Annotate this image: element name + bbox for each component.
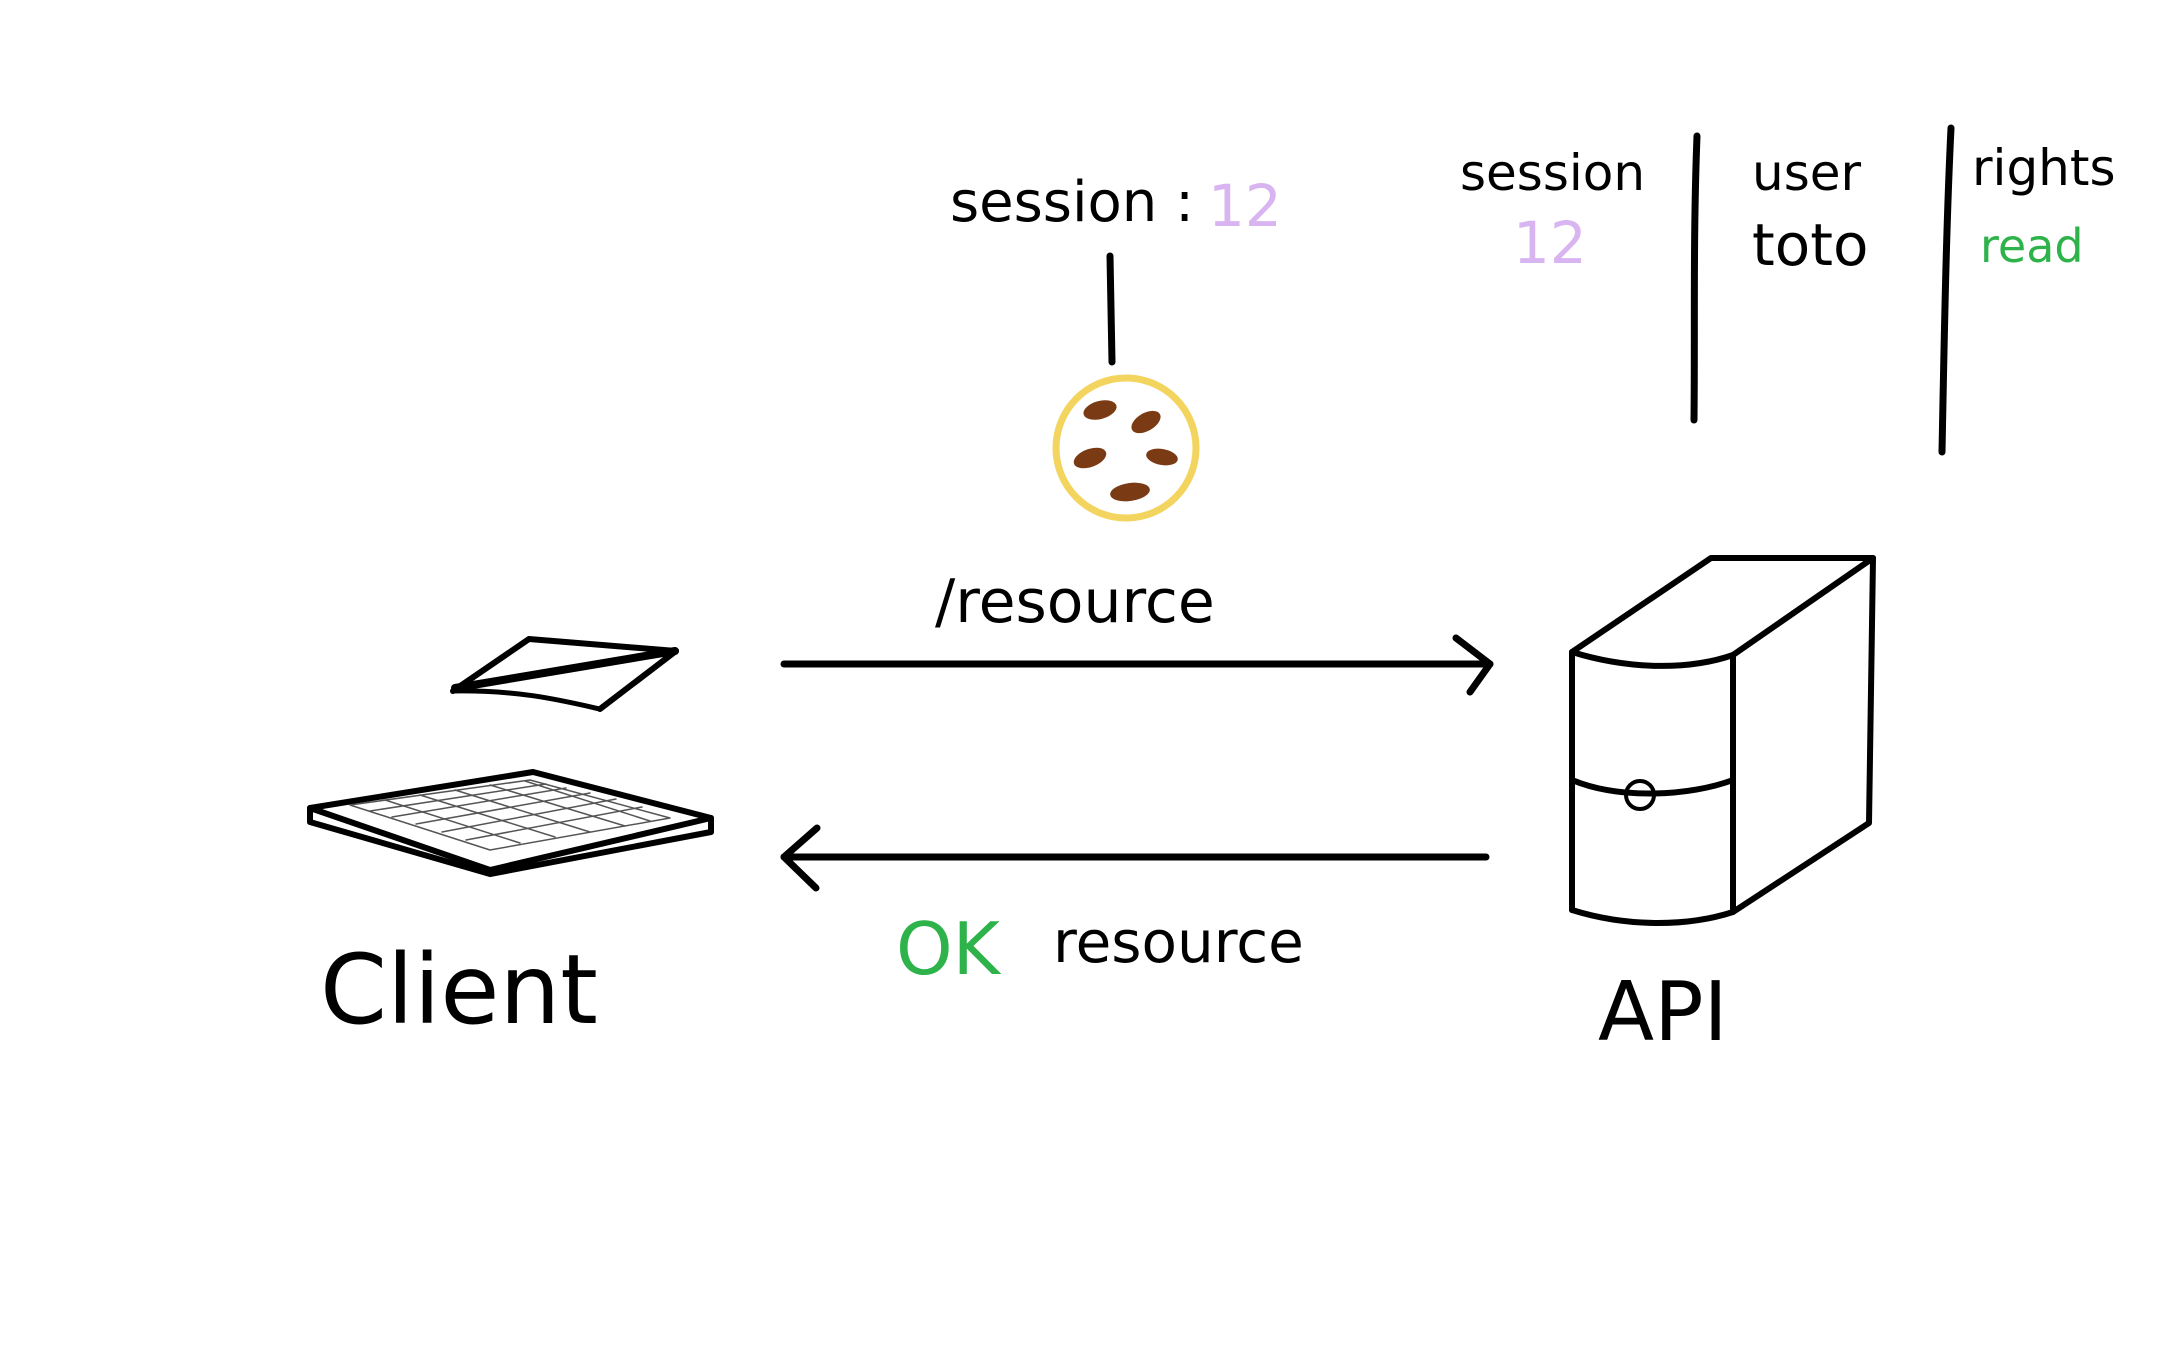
- cookie-string: [1106, 252, 1116, 366]
- api-label: API: [1598, 965, 1728, 1060]
- response-status: OK: [896, 907, 1002, 991]
- session-table-value-user: toto: [1752, 211, 1868, 279]
- response-arrow: [780, 824, 1490, 892]
- session-table-header-rights: rights: [1972, 139, 2116, 197]
- laptop-icon: [307, 636, 714, 877]
- server-icon: [1569, 555, 1876, 926]
- session-table-header-user: user: [1752, 144, 1862, 202]
- request-arrow: [780, 634, 1494, 696]
- session-table-value-session: 12: [1513, 209, 1587, 277]
- session-table-header-session: session: [1460, 144, 1645, 202]
- client-label: Client: [320, 934, 598, 1046]
- cookie-value: 12: [1208, 172, 1282, 240]
- session-table-value-rights: read: [1980, 219, 2084, 273]
- session-table-divider: [1690, 132, 1701, 424]
- session-table-divider: [1938, 124, 1955, 456]
- cookie-icon: [1052, 374, 1200, 522]
- request-label: /resource: [935, 567, 1215, 637]
- cookie-key: session :: [950, 170, 1194, 235]
- session-table: session 12 user toto rights read: [1460, 124, 2116, 456]
- response-body: resource: [1053, 908, 1304, 976]
